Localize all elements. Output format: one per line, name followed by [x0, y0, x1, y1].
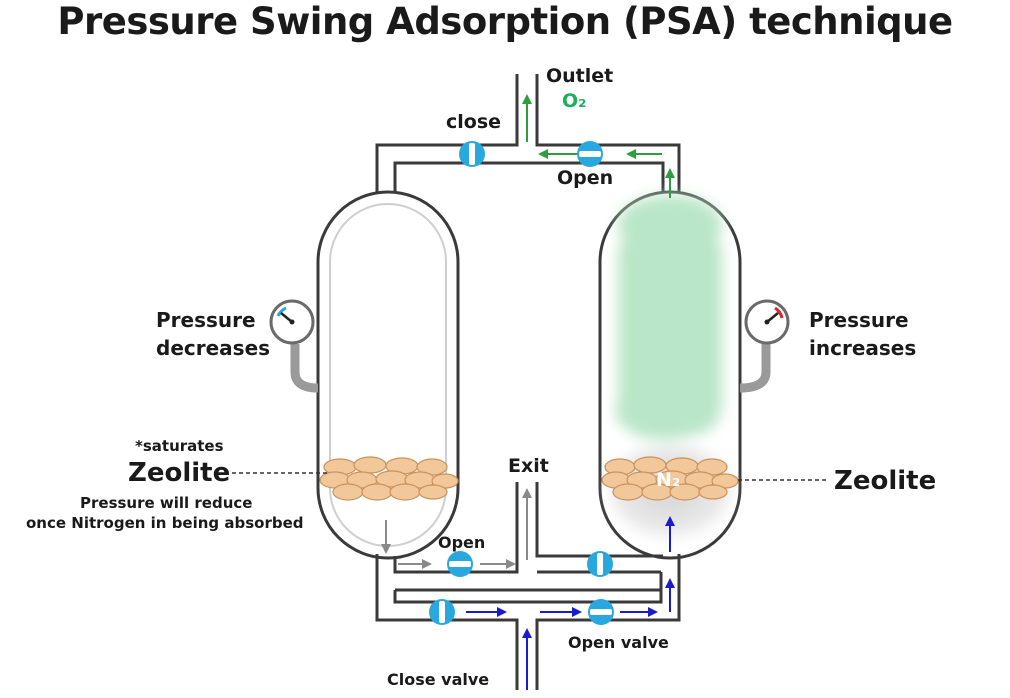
bottom-right-exhaust-valve-closed[interactable]	[587, 551, 613, 577]
right-tank	[598, 190, 742, 560]
left-tank	[316, 190, 460, 560]
top-left-valve-closed[interactable]	[459, 141, 485, 167]
saturates-note: *saturates	[135, 437, 224, 455]
outlet-gas-label: O₂	[562, 90, 586, 112]
open-bottom-label: Open	[438, 533, 485, 552]
pressure-decreases-label-2: decreases	[156, 336, 270, 360]
close-valve-label: Close valve	[387, 670, 489, 689]
top-right-valve-open[interactable]	[577, 141, 603, 167]
reduce-note-line-1: Pressure will reduce	[80, 494, 252, 512]
feed-right-valve-open[interactable]	[588, 599, 614, 625]
exhaust-flow-arrows	[381, 488, 532, 569]
reduce-note-line-2: once Nitrogen in being absorbed	[26, 514, 304, 532]
oxygen-flow-arrows	[522, 94, 675, 198]
top-pipe	[375, 74, 681, 193]
pressure-decreases-label-1: Pressure	[156, 308, 256, 332]
exit-label: Exit	[508, 455, 549, 477]
pressure-increases-label-2: increases	[809, 336, 916, 360]
nitrogen-mark: N₂	[656, 469, 680, 491]
page-title: Pressure Swing Adsorption (PSA) techniqu…	[57, 0, 953, 43]
feed-left-valve-closed[interactable]	[429, 599, 455, 625]
outlet-label: Outlet	[546, 65, 613, 87]
zeolite-right-label: Zeolite	[834, 466, 936, 496]
zeolite-left-label: Zeolite	[128, 458, 230, 488]
bottom-exhaust-valve-open[interactable]	[447, 551, 473, 577]
close-top-label: close	[446, 111, 501, 133]
zeolite-bed-right	[601, 456, 739, 501]
pressure-increases-label-1: Pressure	[809, 308, 909, 332]
feed-flow-arrows	[466, 516, 675, 690]
oxygen-cloud	[615, 195, 722, 440]
open-top-label: Open	[557, 167, 613, 189]
right-pressure-gauge	[739, 299, 790, 393]
left-pressure-gauge	[269, 299, 319, 393]
zeolite-bed-left	[319, 456, 459, 501]
open-valve-label: Open valve	[568, 633, 669, 652]
